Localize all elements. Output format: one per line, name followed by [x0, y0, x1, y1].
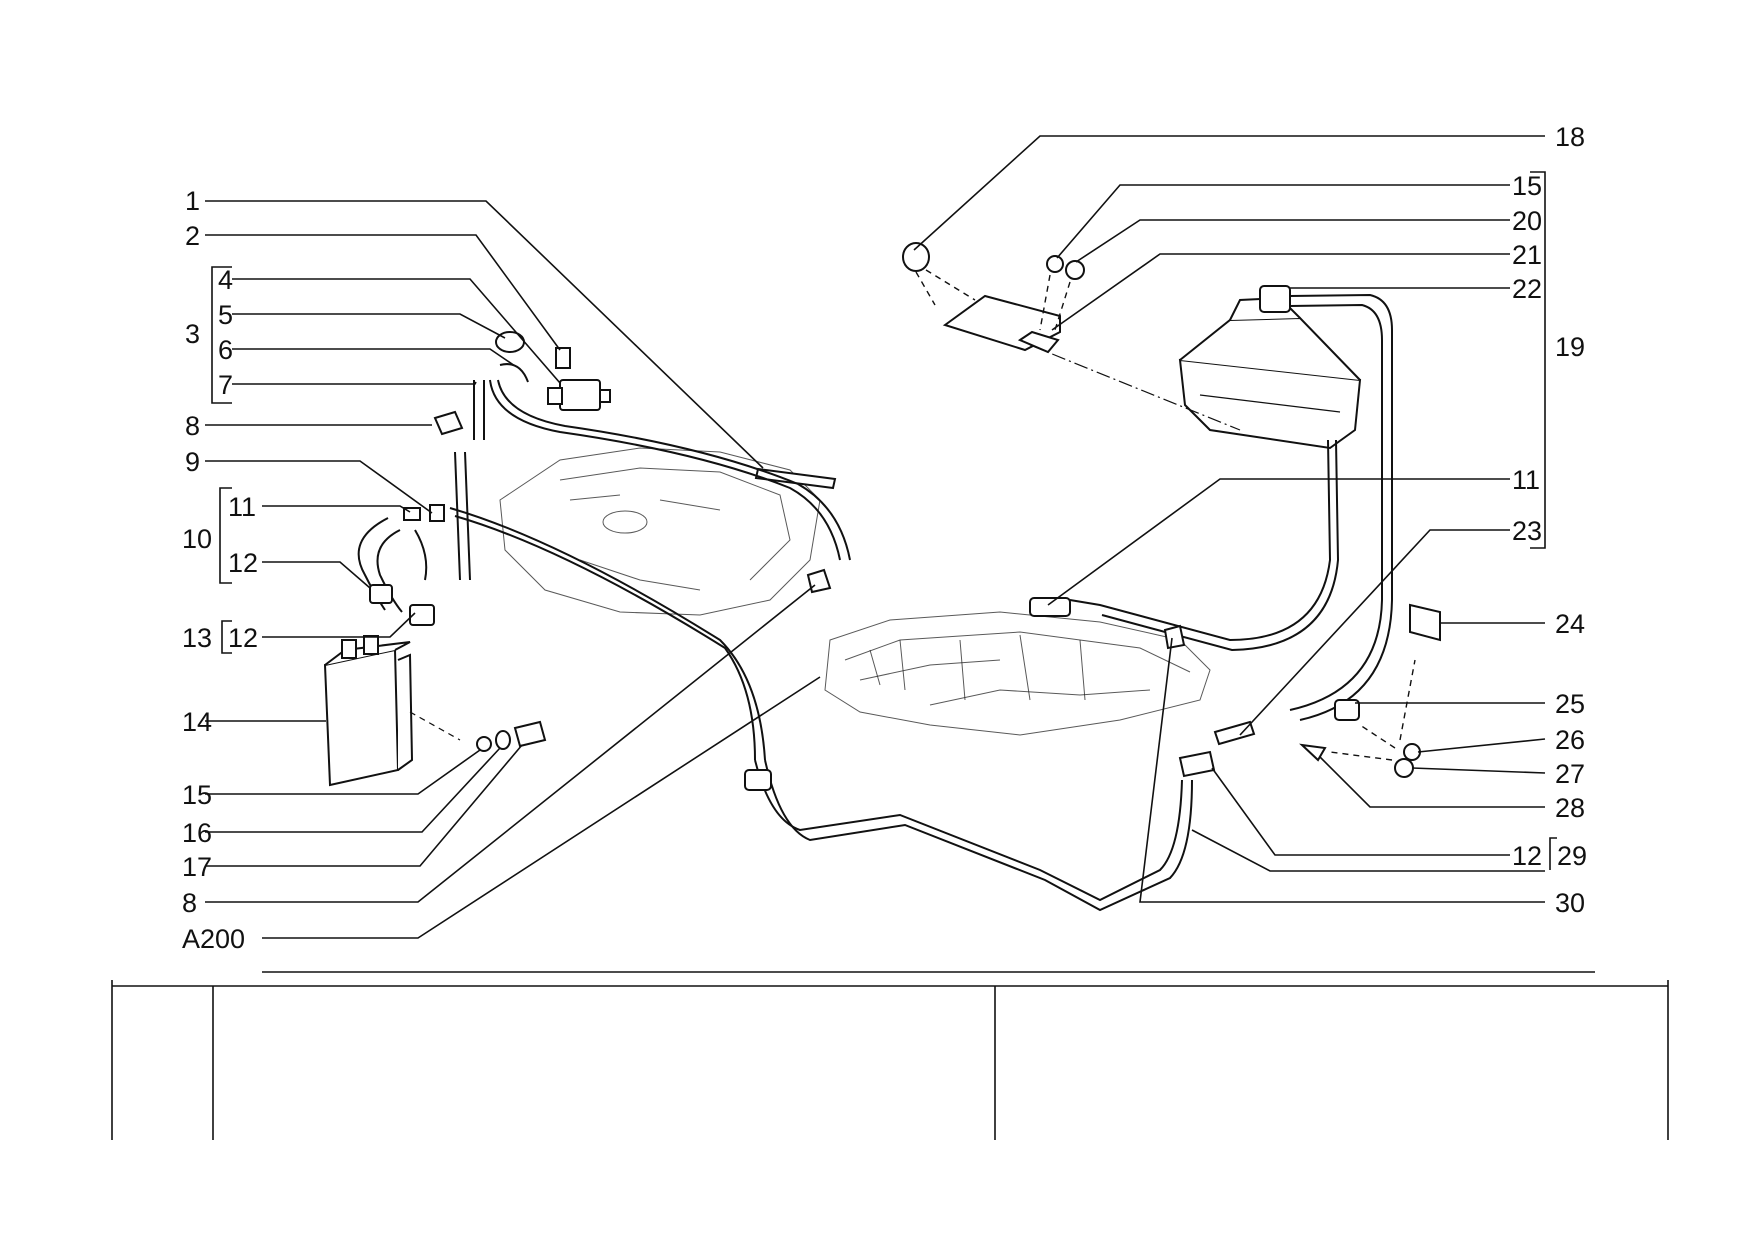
left-parts [323, 331, 851, 787]
label-15: 15 [182, 780, 212, 810]
label-4: 4 [218, 265, 233, 295]
valve-part [547, 379, 611, 411]
clip-part [555, 347, 571, 369]
fuel-tank-outline [824, 611, 1211, 736]
label-2: 2 [185, 221, 200, 251]
label-27: 27 [1555, 759, 1585, 789]
label-3: 3 [185, 319, 200, 349]
label-5: 5 [218, 300, 233, 330]
washer-part [476, 736, 492, 752]
label-23: 23 [1512, 516, 1542, 546]
label-12b: 12 [228, 623, 258, 653]
label-15r: 15 [1512, 171, 1542, 201]
right-labels: 18 15 20 21 22 19 11 23 24 25 26 27 28 1… [1512, 122, 1587, 918]
label-8b: 8 [182, 888, 197, 918]
label-8: 8 [185, 411, 200, 441]
washer-part-2 [495, 730, 511, 750]
hose-clip-24 [1409, 603, 1441, 642]
label-13: 13 [182, 623, 212, 653]
label-19: 19 [1555, 332, 1585, 362]
label-20: 20 [1512, 206, 1542, 236]
engine-cover-outline [499, 447, 821, 616]
canister-part [323, 635, 414, 787]
label-12r: 12 [1512, 841, 1542, 871]
label-14: 14 [182, 707, 212, 737]
label-6: 6 [218, 335, 233, 365]
left-labels: 1 2 4 5 3 6 7 8 9 11 10 12 13 12 14 15 1… [182, 186, 258, 954]
grommet-part [902, 242, 930, 272]
label-24: 24 [1555, 609, 1585, 639]
hose-clip [433, 410, 464, 436]
title-block-frame [111, 971, 1669, 1140]
label-10: 10 [182, 524, 212, 554]
label-28: 28 [1555, 793, 1585, 823]
label-18: 18 [1555, 122, 1585, 152]
label-A200: A200 [182, 924, 245, 954]
fuel-pipe [744, 759, 1193, 912]
label-7: 7 [218, 370, 233, 400]
label-9: 9 [185, 447, 200, 477]
label-26: 26 [1555, 725, 1585, 755]
label-21: 21 [1512, 240, 1542, 270]
label-16: 16 [182, 818, 212, 848]
label-11: 11 [228, 492, 256, 522]
label-30: 30 [1555, 888, 1585, 918]
right-parts [902, 242, 1441, 778]
label-12: 12 [228, 548, 258, 578]
reservoir-part [1178, 285, 1362, 450]
bolt-part [513, 720, 547, 748]
leader-lines [205, 135, 1557, 939]
label-17: 17 [182, 852, 212, 882]
label-25: 25 [1555, 689, 1585, 719]
label-1: 1 [185, 186, 200, 216]
label-11r: 11 [1512, 465, 1540, 495]
label-22: 22 [1512, 274, 1542, 304]
label-29: 29 [1557, 841, 1587, 871]
